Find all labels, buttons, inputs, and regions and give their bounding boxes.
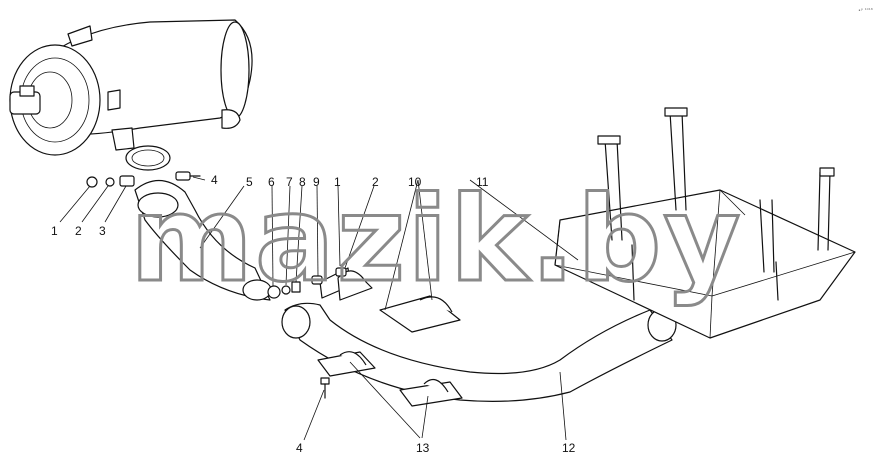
watermark-text: mazik.by	[130, 170, 742, 308]
flex-pipe	[134, 179, 272, 301]
callout-8: 8	[299, 175, 306, 189]
callout-4-bottom: 4	[296, 441, 303, 455]
callout-10: 10	[408, 175, 422, 189]
callout-6: 6	[268, 175, 275, 189]
corner-mark: •ᵖ ¹⁰¹⁸	[858, 8, 873, 14]
callout-7: 7	[286, 175, 293, 189]
callout-11: 11	[476, 175, 489, 189]
callout-3: 3	[99, 224, 106, 238]
callout-12: 12	[562, 441, 576, 455]
callout-2: 2	[75, 224, 82, 238]
exhaust-pipe	[281, 302, 677, 402]
bolt-top	[175, 171, 201, 181]
callout-labels: 1 2 3 4 5 6 7 8 9 1 2 10 11 12 4 13	[51, 173, 576, 455]
gasket-set	[267, 281, 301, 299]
bolt-bottom	[320, 377, 330, 399]
leader-lines	[59, 176, 579, 441]
clamp-ring	[125, 145, 171, 171]
callout-1-right: 1	[334, 175, 341, 189]
pipe-brackets	[311, 267, 463, 407]
nut-washer-set	[86, 175, 135, 188]
callout-9: 9	[313, 175, 320, 189]
callout-2-right: 2	[372, 175, 379, 189]
callout-4-top: 4	[211, 173, 218, 187]
callout-5: 5	[246, 175, 253, 189]
heat-shield-tray	[554, 107, 856, 339]
callout-1: 1	[51, 224, 58, 238]
muffler	[9, 19, 253, 156]
callout-13: 13	[416, 441, 430, 455]
